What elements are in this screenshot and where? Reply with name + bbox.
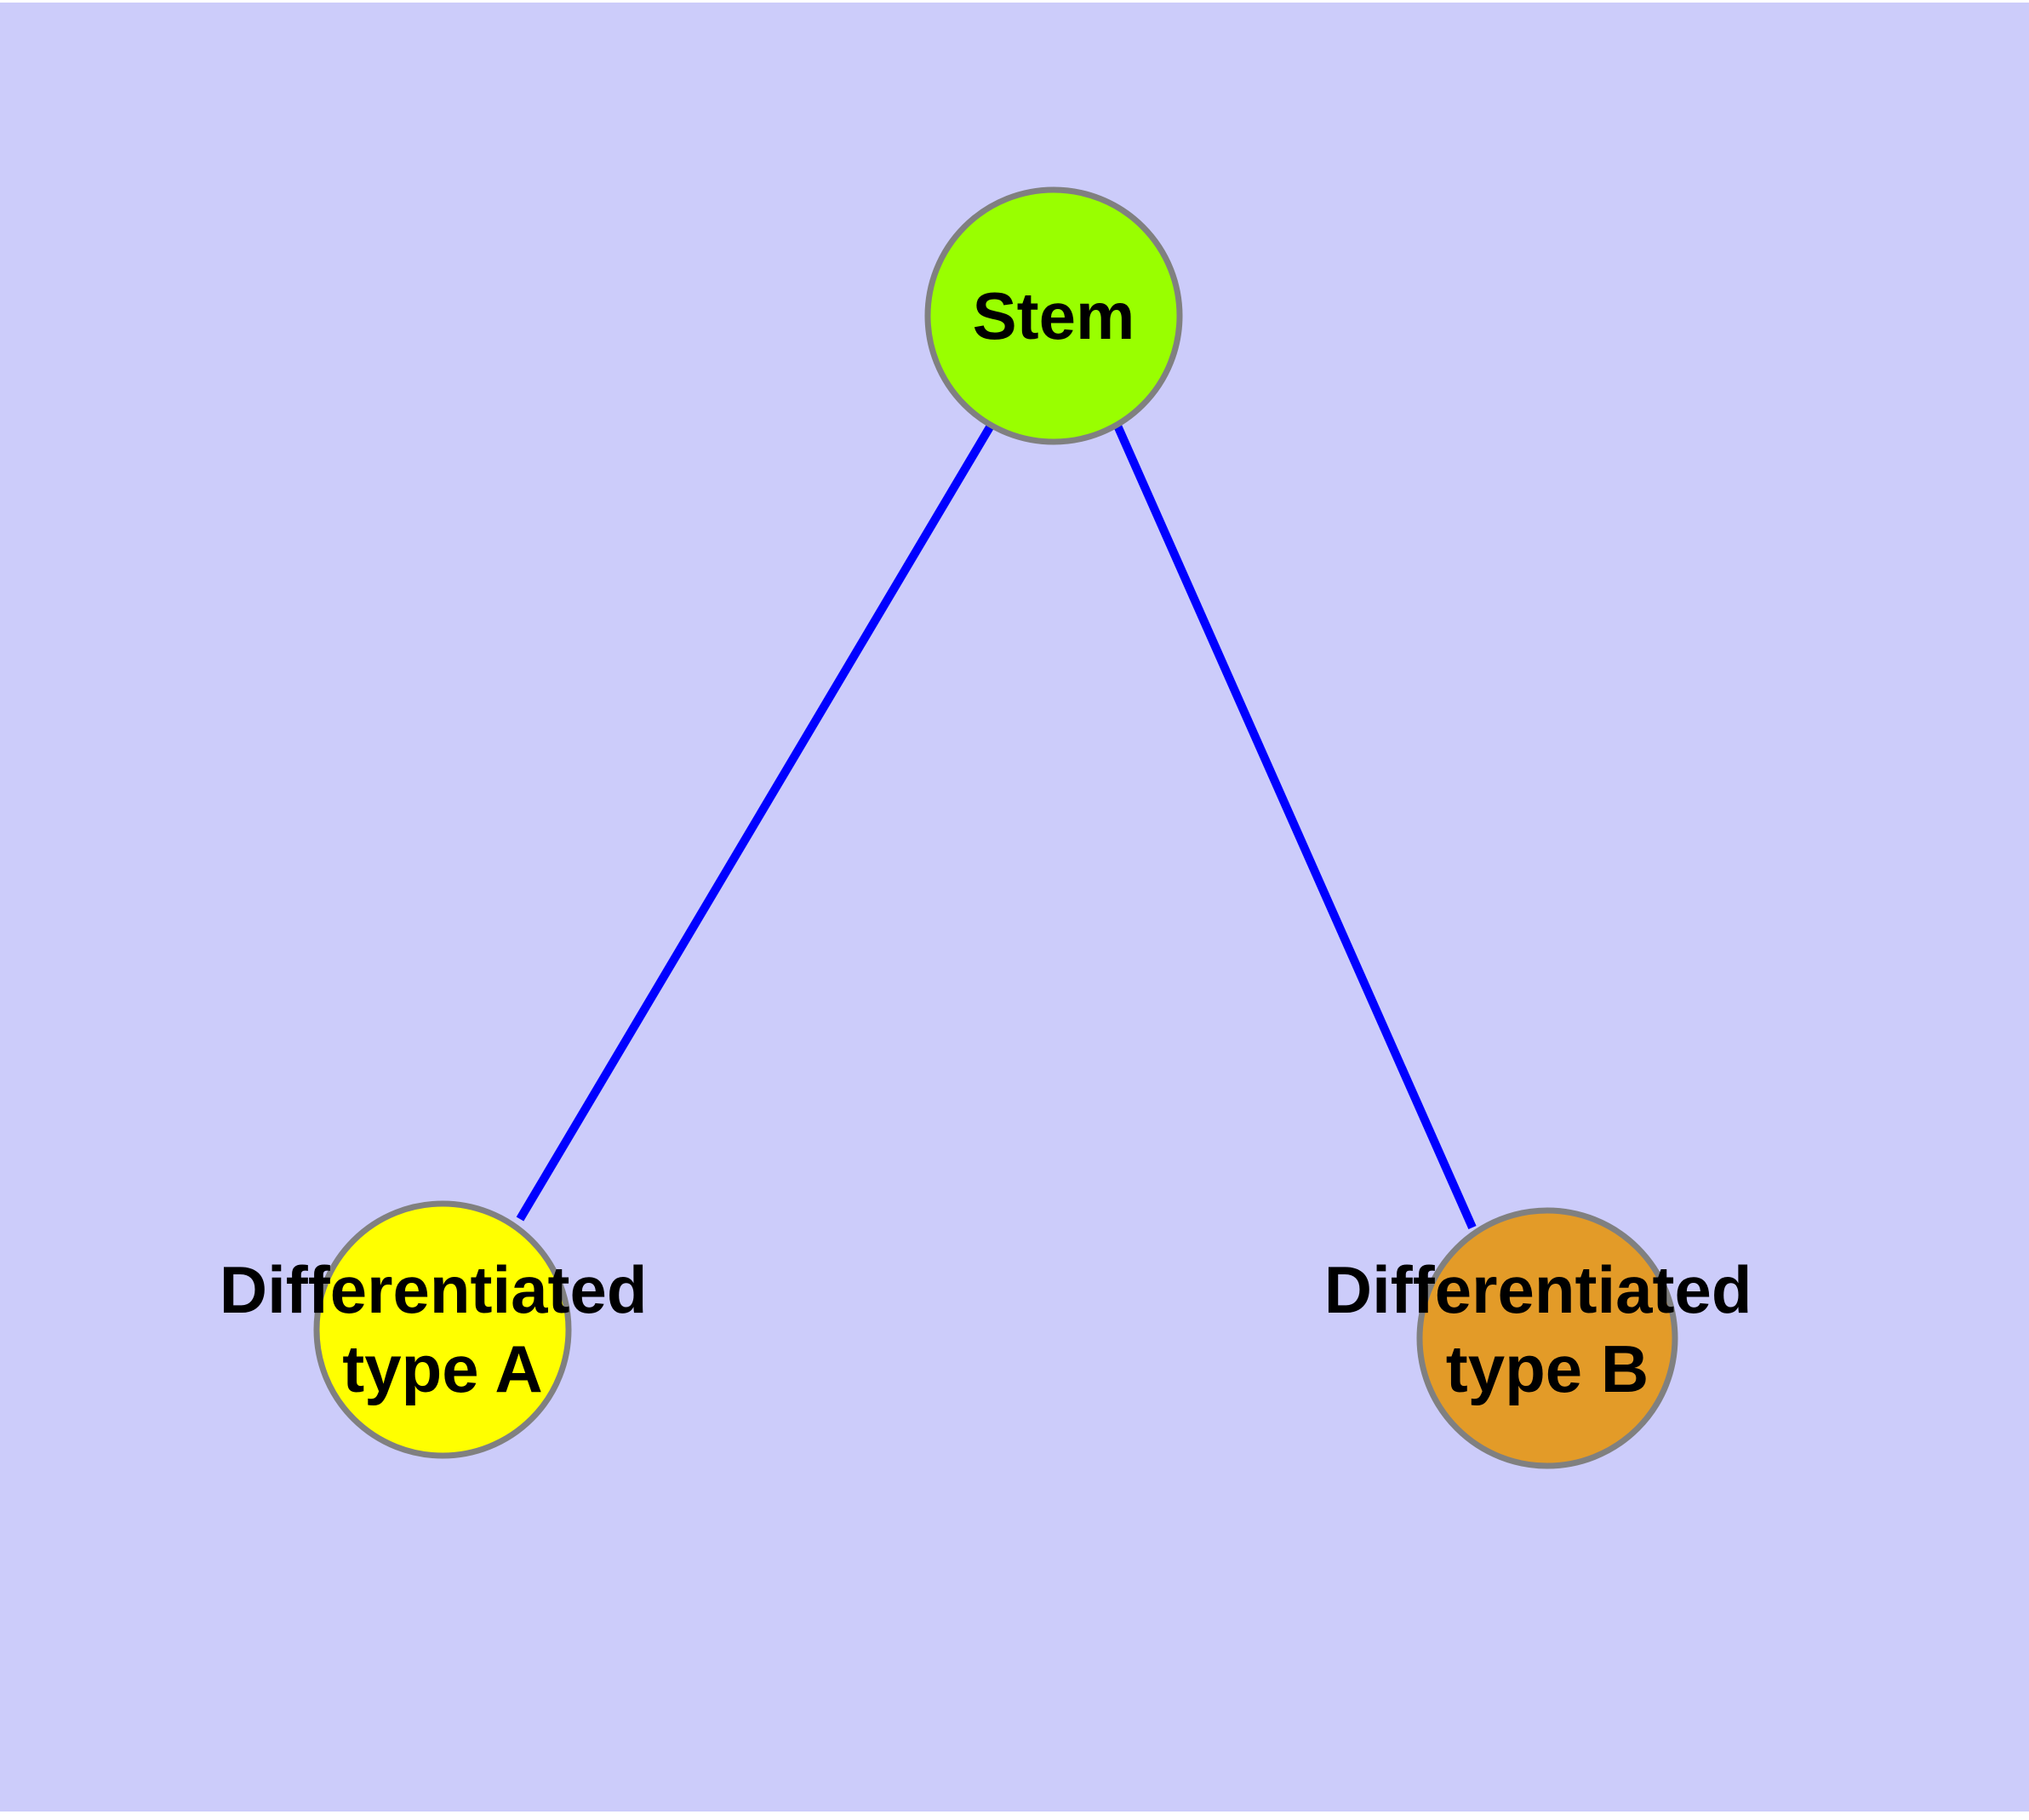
node-label-stem: Stem	[973, 278, 1135, 353]
node-stem[interactable]	[924, 186, 1183, 445]
edge-stem-to-differentiated-type-a[interactable]	[516, 423, 995, 1222]
node-label-differentiated-type-a-line-1: Differentiated	[220, 1252, 648, 1327]
node-differentiated-type-b[interactable]	[1416, 1207, 1678, 1469]
nodes-group	[313, 186, 1678, 1469]
node-label-differentiated-type-b-line-1: Differentiated	[1324, 1252, 1752, 1327]
node-differentiated-type-b-circle[interactable]	[1416, 1207, 1678, 1469]
node-differentiated-type-a-circle[interactable]	[313, 1200, 572, 1459]
node-label-differentiated-type-b: Differentiated type B	[1324, 1252, 1770, 1406]
node-labels-group: Stem Differentiated type A Differentiate…	[220, 278, 1770, 1406]
node-label-stem-line-1: Stem	[973, 278, 1135, 353]
node-label-differentiated-type-b-line-2: type B	[1446, 1331, 1649, 1406]
edges-group	[516, 423, 1477, 1230]
node-differentiated-type-a[interactable]	[313, 1200, 572, 1459]
node-stem-circle[interactable]	[924, 186, 1183, 445]
node-label-differentiated-type-a-line-2: type A	[342, 1331, 543, 1406]
edge-stem-to-differentiated-type-b[interactable]	[1113, 423, 1477, 1230]
node-label-differentiated-type-a: Differentiated type A	[220, 1252, 666, 1406]
